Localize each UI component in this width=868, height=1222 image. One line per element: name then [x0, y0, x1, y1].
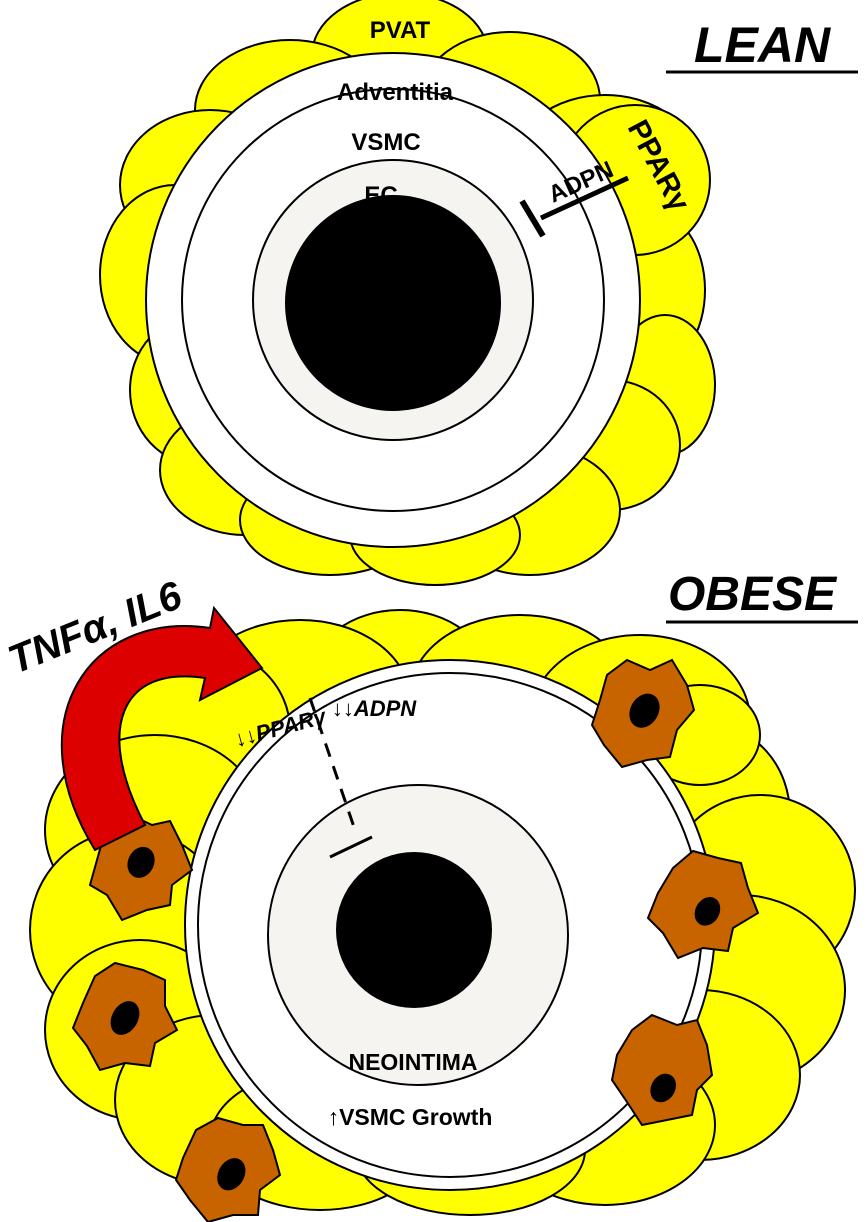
lean-vessel: PVAT Adventitia VSMC EC ADPN PPARγ LEAN [100, 0, 858, 585]
lean-pvat-label: PVAT [370, 17, 431, 44]
obese-title: OBESE [668, 568, 838, 621]
lean-lumen [285, 195, 501, 411]
lean-adventitia-label: Adventitia [337, 79, 454, 106]
obese-neointima-label: NEOINTIMA [348, 1049, 477, 1075]
obese-adpn-label: ↓↓ADPN [332, 696, 417, 721]
obese-vsmc-growth-label: ↑VSMC Growth [328, 1104, 493, 1130]
lean-vsmc-label: VSMC [351, 129, 420, 156]
obese-vessel: TNFα, IL6 ↓↓PPARγ ↓↓ADPN NEOINTIMA ↑VSMC… [2, 568, 858, 1222]
obese-lumen [336, 852, 492, 1008]
lean-ec-label: EC [364, 182, 397, 209]
lean-title: LEAN [694, 17, 831, 73]
